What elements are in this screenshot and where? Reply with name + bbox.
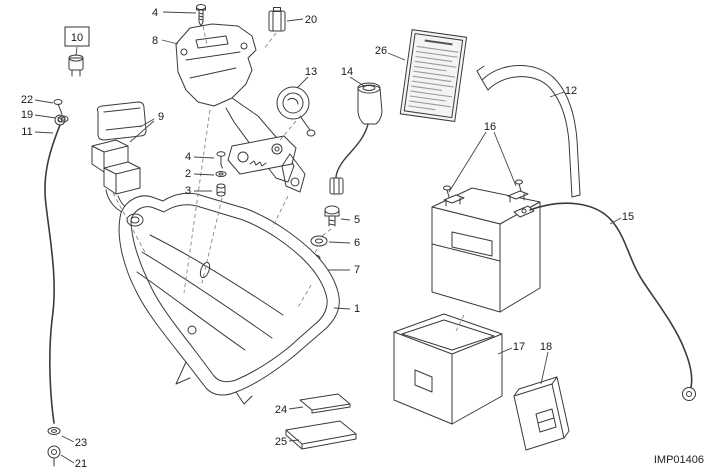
leader-line xyxy=(549,91,565,98)
warning-label-icon xyxy=(399,29,468,122)
callout-5: 5 xyxy=(354,214,360,226)
callout-6: 6 xyxy=(354,237,360,249)
leader-line xyxy=(296,76,309,89)
drawing-number: IMP01406 xyxy=(654,454,704,466)
callout-16: 16 xyxy=(484,121,496,133)
lock-icon xyxy=(276,86,316,137)
fuse-icon xyxy=(68,54,84,77)
relay-block-icon xyxy=(91,101,147,215)
leader-line xyxy=(61,435,75,443)
callout-11: 11 xyxy=(21,126,32,138)
callout-3: 3 xyxy=(185,185,191,197)
callout-22: 22 xyxy=(21,94,33,106)
leader-line xyxy=(540,351,549,385)
leader-line xyxy=(162,11,197,14)
leader-line xyxy=(609,217,622,225)
leader-line xyxy=(75,46,78,57)
callout-21: 21 xyxy=(75,458,87,470)
battery-tray-icon xyxy=(118,192,340,405)
callout-23: 23 xyxy=(75,437,87,449)
callout-9: 9 xyxy=(158,111,164,123)
battery-icon xyxy=(431,179,541,313)
leader-line xyxy=(34,114,57,119)
leader-line xyxy=(497,347,513,355)
callout-14: 14 xyxy=(341,66,353,78)
leader-line xyxy=(60,454,75,464)
callout-13: 13 xyxy=(305,66,317,78)
callout-4: 4 xyxy=(152,7,158,19)
leader-line xyxy=(129,120,155,143)
leader-line xyxy=(193,156,215,159)
leader-line xyxy=(328,241,351,244)
callout-12: 12 xyxy=(565,85,577,97)
callout-26: 26 xyxy=(375,45,387,57)
callout-17: 17 xyxy=(513,341,525,353)
leader-line xyxy=(448,131,487,193)
pad-icons xyxy=(285,393,357,450)
callout-25: 25 xyxy=(275,436,287,448)
callout-7: 7 xyxy=(354,264,360,276)
bracket-icon xyxy=(175,23,295,183)
leader-line xyxy=(349,76,365,87)
positive-cable-icon xyxy=(513,202,696,401)
leader-line xyxy=(161,39,179,45)
fastener-stack-icons xyxy=(215,151,227,197)
battery-strap-icon xyxy=(476,65,581,198)
callout-2: 2 xyxy=(185,168,191,180)
leader-line xyxy=(34,131,54,134)
callout-4: 4 xyxy=(185,151,191,163)
callout-box xyxy=(64,26,90,47)
leader-line xyxy=(193,173,215,176)
leader-line xyxy=(333,307,351,310)
callout-24: 24 xyxy=(275,404,287,416)
screw-top-icon xyxy=(196,4,206,27)
battery-box-icon xyxy=(393,313,503,425)
callout-15: 15 xyxy=(622,211,634,223)
callout-10: 10 xyxy=(71,32,83,44)
callout-19: 19 xyxy=(21,109,33,121)
callout-18: 18 xyxy=(540,341,552,353)
connector-icon xyxy=(268,7,286,32)
latch-icon xyxy=(227,135,306,193)
alignment-guides xyxy=(112,25,465,332)
leader-line xyxy=(493,131,517,187)
cover-switch-icon xyxy=(513,376,570,451)
callout-8: 8 xyxy=(152,35,158,47)
ground-cable-icon xyxy=(44,114,66,467)
callout-20: 20 xyxy=(305,14,317,26)
leader-line xyxy=(340,218,351,221)
callout-1: 1 xyxy=(354,303,360,315)
boot-cable-icon xyxy=(329,82,383,195)
leader-line xyxy=(387,52,406,61)
leader-line xyxy=(286,18,304,22)
leader-line xyxy=(139,118,155,128)
leader-line xyxy=(288,406,304,410)
leader-line xyxy=(34,99,54,104)
leader-line xyxy=(288,439,300,442)
